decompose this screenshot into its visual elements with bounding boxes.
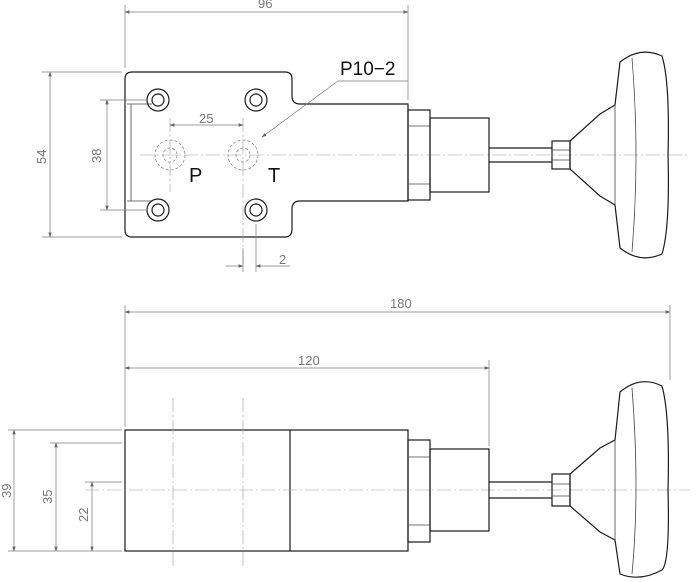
- side-bonnet: [429, 448, 490, 532]
- bolt-hole-bottom-right: [244, 198, 268, 222]
- port-p-label: P: [189, 165, 202, 187]
- dim-bolt-spacing: 38: [89, 149, 104, 163]
- side-stem: [489, 481, 552, 499]
- dim-overall-length: 180: [390, 296, 412, 311]
- dim-height: 54: [34, 150, 49, 164]
- bolt-hole-bottom-left: [146, 198, 170, 222]
- side-hex-nut: [407, 439, 431, 543]
- top-view: P T 96 54: [34, 0, 690, 272]
- dim-port-spacing: 25: [199, 111, 213, 126]
- side-view: 180 120 39 35 22: [0, 296, 690, 578]
- bonnet: [429, 117, 490, 193]
- model-callout: P10−2: [340, 59, 395, 80]
- dim-width: 96: [258, 0, 272, 11]
- dim-height-center: 22: [76, 508, 91, 522]
- dim-body-length: 120: [298, 353, 320, 368]
- bolt-hole-top-right: [244, 88, 268, 112]
- mounting-plate: [124, 71, 409, 238]
- dim-offset: 2: [279, 252, 286, 267]
- side-handwheel: [569, 381, 669, 578]
- bolt-hole-top-left: [146, 88, 170, 112]
- port-t-label: T: [268, 165, 280, 187]
- dim-height-outer: 39: [0, 484, 14, 498]
- stem: [489, 147, 552, 163]
- handwheel: [569, 51, 669, 259]
- dim-height-mid: 35: [40, 490, 55, 504]
- valve-body: [124, 429, 409, 552]
